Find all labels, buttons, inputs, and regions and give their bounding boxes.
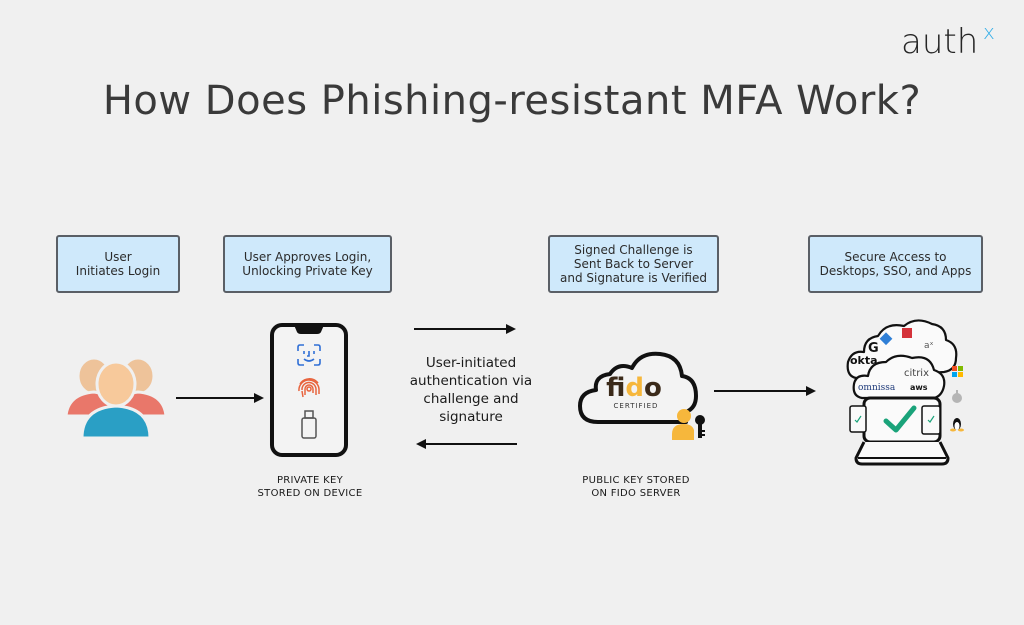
authx-mini-logo: aˣ — [924, 341, 934, 351]
okta-logo: okta — [850, 354, 878, 367]
arrow-left-signature — [416, 439, 517, 449]
fingerprint-icon — [298, 378, 320, 398]
secure-access-laptop-icon: G aˣ okta citrix omnissa aws — [846, 319, 964, 466]
tablet-left-icon — [849, 405, 867, 433]
step-box-signed-challenge: Signed Challenge is Sent Back to Server … — [548, 235, 719, 293]
arrow-right-to-device — [176, 393, 264, 403]
fido-server-cloud-icon: fido CERTIFIED — [578, 351, 705, 440]
citrix-logo: citrix — [904, 368, 929, 379]
logo-superscript: x — [983, 20, 995, 44]
step-box-secure-access: Secure Access to Desktops, SSO, and Apps — [808, 235, 983, 293]
apple-icon — [952, 390, 962, 403]
step-box-approve-login: User Approves Login, Unlocking Private K… — [223, 235, 392, 293]
exchange-description: User-initiated authentication via challe… — [409, 355, 533, 425]
users-group-icon — [64, 356, 168, 440]
aws-logo: aws — [910, 383, 928, 392]
server-caption: PUBLIC KEY STORED ON FIDO SERVER — [582, 475, 690, 499]
pdf-app-logo — [902, 328, 912, 338]
omnissa-logo: omnissa — [858, 383, 896, 393]
arrow-right-to-access — [714, 386, 816, 396]
fido-wordmark: fido — [606, 373, 662, 403]
checkmark-icon — [883, 405, 917, 433]
page-title: How Does Phishing-resistant MFA Work? — [102, 78, 922, 124]
arrow-right-challenge — [414, 324, 516, 334]
google-logo: G — [868, 341, 879, 356]
smartphone-icon — [270, 323, 348, 457]
face-id-icon — [297, 344, 321, 366]
linux-icon — [950, 418, 964, 432]
device-caption: PRIVATE KEY STORED ON DEVICE — [257, 475, 363, 499]
logo-text: auth — [901, 22, 979, 62]
windows-icon — [952, 366, 963, 377]
user-key-icon — [672, 409, 705, 440]
fido-certified-label: CERTIFIED — [614, 402, 659, 410]
step-box-initiate-login: User Initiates Login — [56, 235, 180, 293]
usb-key-icon — [301, 410, 317, 439]
user-front — [80, 360, 152, 440]
